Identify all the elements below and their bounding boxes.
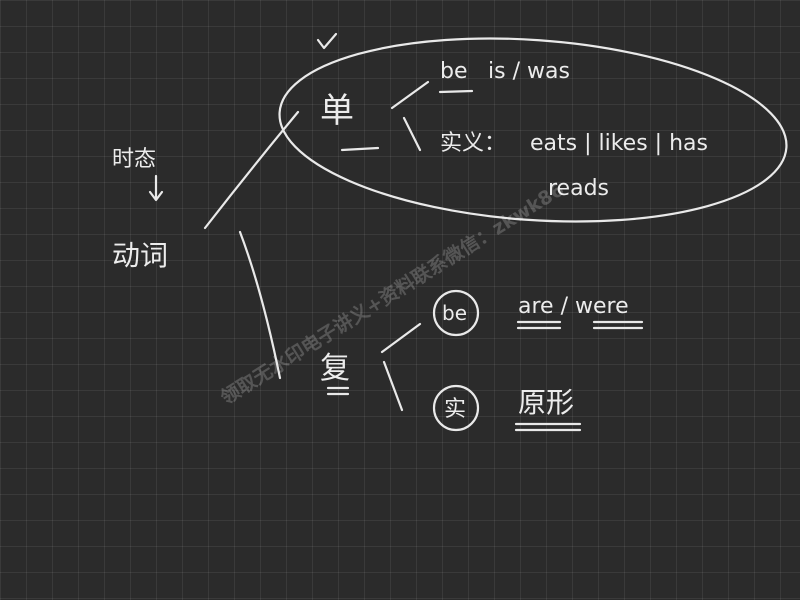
fork-singular-top xyxy=(390,80,430,110)
branch-plural-text: 复 xyxy=(320,351,350,386)
singular-real-forms-2: reads xyxy=(548,176,609,201)
fork-plural-bottom xyxy=(382,360,404,412)
topic-above-text: 时态 xyxy=(112,147,156,172)
singular-be-label: be xyxy=(440,59,468,84)
branch-singular-text: 单 xyxy=(320,91,354,131)
fork-singular-bottom xyxy=(402,116,422,152)
plural-real-forms: 原形 xyxy=(518,386,574,419)
singular-be-underline xyxy=(438,89,474,94)
branch-to-plural xyxy=(238,230,282,380)
plural-real-circle xyxy=(432,384,480,432)
singular-ellipse xyxy=(278,37,788,223)
watermark-text: 领取无水印电子讲义+资料联系微信：zkwk86 xyxy=(216,178,568,410)
singular-underline xyxy=(340,146,380,152)
plural-be-forms: are / were xyxy=(518,294,629,319)
singular-be-forms: is / was xyxy=(488,59,570,84)
topic-text: 动词 xyxy=(112,239,168,272)
plural-real-label: 实 xyxy=(444,397,466,422)
fork-plural-top xyxy=(380,322,422,354)
branch-to-singular xyxy=(203,110,300,230)
plural-be-label: be xyxy=(442,301,467,325)
tick-mark xyxy=(316,32,338,50)
down-arrow xyxy=(148,174,164,202)
plural-be-circle xyxy=(432,289,480,337)
singular-real-forms: eats | likes | has xyxy=(530,131,708,156)
singular-real-label: 实义： xyxy=(440,131,506,156)
